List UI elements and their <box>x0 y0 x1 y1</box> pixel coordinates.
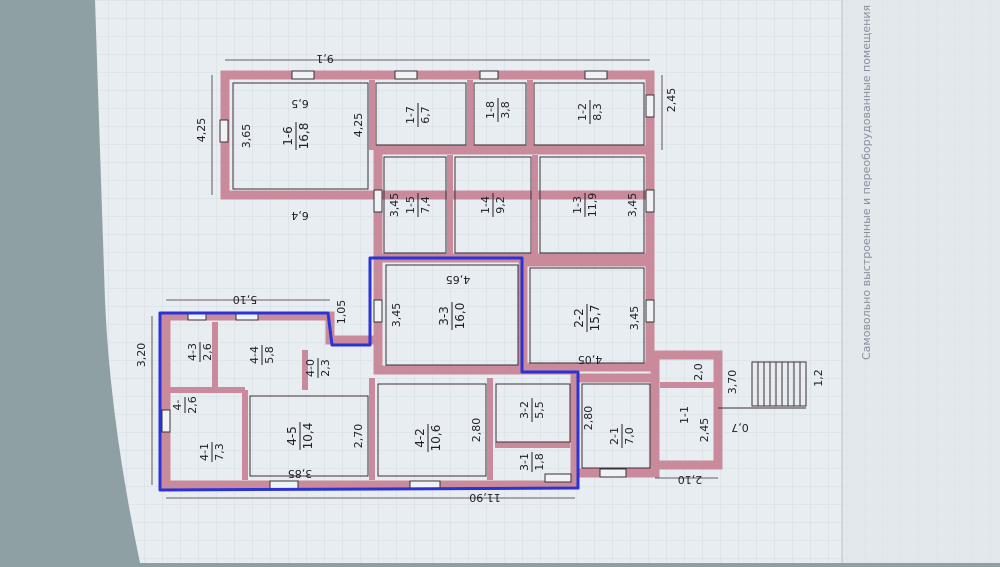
dim-top-inner-width: 6,5 <box>291 97 309 110</box>
dim-top-inner-height: 3,65 <box>240 124 253 149</box>
dim-room-45-w: 3,85 <box>288 467 313 480</box>
room-label-4-x: 4- 2,6 <box>171 396 199 414</box>
side-note: Самовольно выстроенные и переоборудованн… <box>860 5 873 360</box>
highlight-outline <box>158 256 580 492</box>
dim-annex-w: 2,10 <box>678 473 703 486</box>
dim-left-wing-h: 3,20 <box>135 343 148 368</box>
svg-text:2-1: 2-1 <box>608 427 621 445</box>
svg-text:7,3: 7,3 <box>213 443 226 461</box>
svg-text:8,3: 8,3 <box>591 103 604 121</box>
svg-text:4-2: 4-2 <box>413 428 427 448</box>
svg-text:10,6: 10,6 <box>429 425 443 452</box>
svg-text:1-6: 1-6 <box>281 126 295 146</box>
dim-left-wing-w: 5,10 <box>233 293 258 306</box>
svg-text:1-2: 1-2 <box>576 103 589 121</box>
dim-corr-height: 2,45 <box>665 88 678 113</box>
dim-room-13-h: 3,45 <box>626 193 639 218</box>
partitions <box>170 80 715 480</box>
svg-text:1-3: 1-3 <box>571 196 584 214</box>
dim-annex-h1: 2,0 <box>692 363 705 381</box>
dim-room-15-h: 3,45 <box>388 193 401 218</box>
dim-top-bottom-width: 6,4 <box>291 209 309 222</box>
dim-top-height: 4,25 <box>195 118 208 143</box>
dim-room-21-h: 2,80 <box>582 406 595 431</box>
svg-text:2,6: 2,6 <box>186 396 199 414</box>
room-label-1-5: 1-5 7,4 <box>404 193 432 217</box>
svg-text:11,9: 11,9 <box>586 193 599 218</box>
svg-text:5,5: 5,5 <box>533 401 546 419</box>
windows <box>161 70 655 490</box>
room-label-1-1: 1-1 <box>678 406 691 424</box>
svg-text:2-2: 2-2 <box>572 308 586 328</box>
dimension-texts: 9,1 4,25 6,5 3,65 6,4 4,25 2,45 3,45 3,4… <box>135 52 825 504</box>
room-label-1-8: 1-8 3,8 <box>484 98 512 122</box>
stamp-area <box>842 0 1000 563</box>
svg-text:3-1: 3-1 <box>518 453 531 471</box>
dim-mid-height: 4,25 <box>352 113 365 138</box>
svg-text:10,4: 10,4 <box>301 423 315 450</box>
room-label-4-2: 4-2 10,6 <box>413 424 443 452</box>
dim-room-22-h: 3,45 <box>628 306 641 331</box>
room-label-2-2: 2-2 15,7 <box>572 304 602 332</box>
svg-text:4-1: 4-1 <box>198 443 211 461</box>
room-label-1-3: 1-3 11,9 <box>571 193 599 218</box>
svg-text:4-5: 4-5 <box>285 426 299 446</box>
svg-text:15,7: 15,7 <box>588 305 602 332</box>
svg-text:2,3: 2,3 <box>319 359 332 377</box>
room-label-2-1: 2-1 7,0 <box>608 424 636 448</box>
dim-annex-h2: 2,45 <box>698 418 711 443</box>
room-label-3-1: 3-1 1,8 <box>518 452 546 472</box>
room-label-4-1: 4-1 7,3 <box>198 442 226 462</box>
dim-room-42-h: 2,80 <box>470 418 483 443</box>
svg-text:3-3: 3-3 <box>437 306 451 326</box>
svg-text:5,8: 5,8 <box>263 346 276 364</box>
dim-top-width: 9,1 <box>316 52 334 65</box>
room-label-1-6: 1-6 16,8 <box>281 122 311 150</box>
svg-text:1-5: 1-5 <box>404 196 417 214</box>
svg-text:16,8: 16,8 <box>297 123 311 150</box>
svg-text:3-2: 3-2 <box>518 401 531 419</box>
room-label-4-0: 4-0 2,3 <box>304 358 332 378</box>
dim-room-22-w: 4,05 <box>578 353 603 366</box>
svg-text:1-1: 1-1 <box>678 406 691 424</box>
svg-text:4-4: 4-4 <box>248 346 261 364</box>
svg-text:1-7: 1-7 <box>404 106 417 124</box>
room-label-4-3: 4-3 2,6 <box>186 342 214 362</box>
paper-grid <box>95 0 1000 563</box>
room-label-3-3: 3-3 16,0 <box>437 302 467 330</box>
svg-text:16,0: 16,0 <box>453 303 467 330</box>
svg-text:1-4: 1-4 <box>479 196 492 214</box>
dim-room-33-h: 3,45 <box>390 303 403 328</box>
svg-text:4-0: 4-0 <box>304 359 317 377</box>
svg-text:7,0: 7,0 <box>623 427 636 445</box>
svg-text:1,8: 1,8 <box>533 453 546 471</box>
dim-porch-w: 1,2 <box>812 369 825 387</box>
svg-text:4-3: 4-3 <box>186 343 199 361</box>
svg-text:6,7: 6,7 <box>419 106 432 124</box>
svg-text:3,8: 3,8 <box>499 101 512 119</box>
porch-stairs <box>718 361 807 409</box>
svg-text:4-: 4- <box>171 399 184 410</box>
room-label-3-2: 3-2 5,5 <box>518 398 546 422</box>
room-label-1-2: 1-2 8,3 <box>576 100 604 124</box>
dim-room-45-h: 2,70 <box>352 424 365 449</box>
room-label-4-5: 4-5 10,4 <box>285 422 315 450</box>
svg-text:7,4: 7,4 <box>419 196 432 214</box>
svg-text:9,2: 9,2 <box>494 196 507 214</box>
room-outlines <box>232 82 651 477</box>
dimension-lines <box>151 59 718 499</box>
svg-text:1-8: 1-8 <box>484 101 497 119</box>
dim-porch-d: 0,7 <box>731 421 749 434</box>
room-label-1-4: 1-4 9,2 <box>479 193 507 217</box>
dim-bottom-width: 11,90 <box>469 491 501 504</box>
room-label-1-7: 1-7 6,7 <box>404 103 432 127</box>
dim-left-wing-step: 1,05 <box>335 300 348 325</box>
dim-room-33-w: 4,65 <box>446 273 471 286</box>
dim-annex-side: 3,70 <box>726 370 739 395</box>
room-label-4-4: 4-4 5,8 <box>248 345 276 365</box>
svg-text:2,6: 2,6 <box>201 343 214 361</box>
